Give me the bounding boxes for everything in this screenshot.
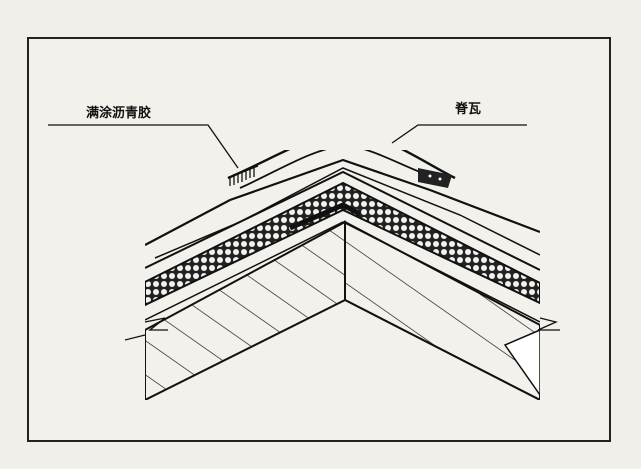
asphalt-glue-right [418,168,452,188]
label-ridge-tile: 脊瓦 [455,102,482,117]
break-symbol-right [537,317,560,331]
ridge-tile [227,150,456,180]
leader-asphalt-glue [48,124,239,169]
label-asphalt-glue: 满涂沥青胶 [86,106,152,121]
rafter-right-planks [344,220,540,400]
asphalt-glue-left [227,165,259,186]
leader-ridge-tile [391,124,527,144]
break-symbol-left [144,317,168,331]
